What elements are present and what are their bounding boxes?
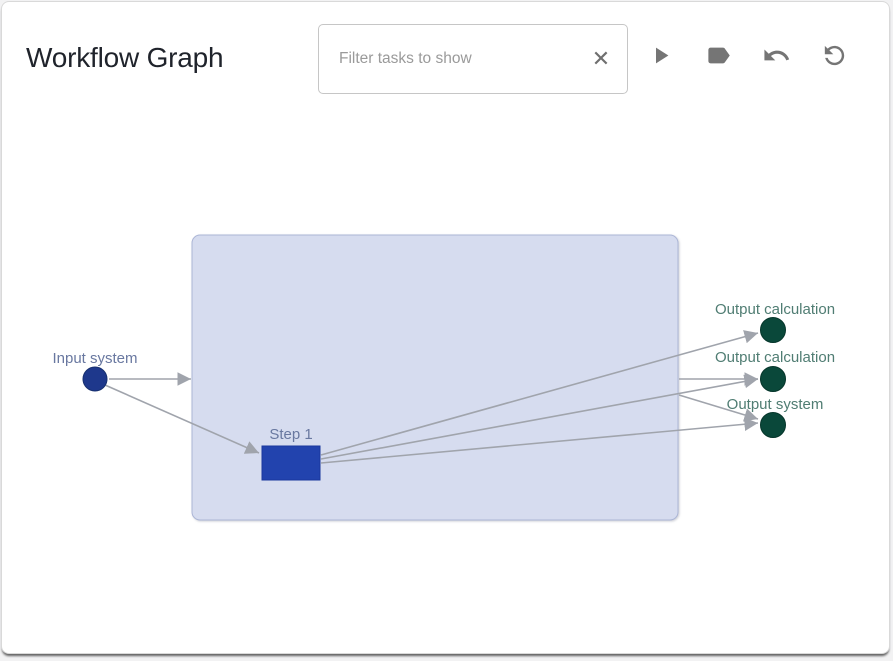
label-icon — [705, 42, 732, 69]
node-output-system[interactable] — [760, 412, 786, 438]
node-step-1[interactable] — [261, 445, 321, 481]
node-input-system[interactable] — [82, 366, 108, 392]
filter-tasks-input[interactable] — [319, 50, 575, 68]
page-title: Workflow Graph — [26, 42, 224, 73]
restore-icon — [820, 41, 849, 70]
edge-group-to-output-system — [678, 394, 759, 422]
graph-toolbar — [642, 37, 852, 73]
label-button[interactable] — [700, 37, 736, 73]
edge-input-to-step1 — [104, 384, 260, 454]
play-icon — [647, 42, 674, 69]
undo-icon — [762, 41, 791, 70]
undo-button[interactable] — [758, 37, 794, 73]
edge-step1-to-output-system — [320, 417, 759, 464]
play-button[interactable] — [642, 37, 678, 73]
filter-tasks-box: ✕ — [318, 24, 628, 94]
restore-button[interactable] — [816, 37, 852, 73]
edge-step1-to-output-calculation-1 — [320, 330, 759, 456]
clear-filter-button[interactable]: ✕ — [575, 25, 627, 93]
node-output-calculation-1[interactable] — [760, 317, 786, 343]
node-output-calculation-2[interactable] — [760, 366, 786, 392]
edge-step1-to-output-calculation-2 — [320, 374, 759, 460]
